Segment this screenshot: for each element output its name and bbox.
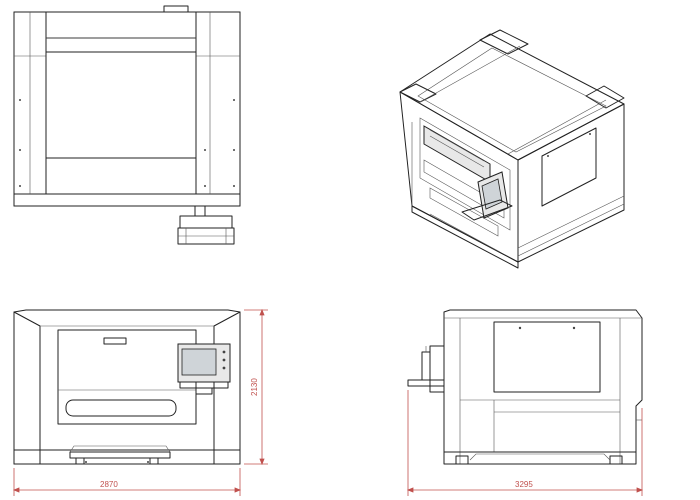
front-view-outline [13, 309, 241, 465]
side-view: 3295 [406, 309, 644, 496]
front-view-slot [65, 399, 177, 417]
top-view [13, 5, 241, 245]
iso-right-window [541, 127, 597, 207]
front-view-bay [57, 329, 197, 425]
top-view-bottom-frame [13, 193, 241, 207]
front-view-screen [181, 348, 217, 376]
iso-top-beam-right [585, 85, 625, 109]
top-view-central-bay [45, 51, 197, 159]
side-view-window [493, 321, 601, 393]
front-height-label: 2130 [250, 378, 259, 396]
top-view-right-beam [195, 11, 241, 195]
isometric-view [399, 29, 625, 269]
side-view-outline [443, 309, 643, 465]
iso-keyboard-tray [461, 199, 513, 221]
top-view-header [45, 11, 197, 39]
top-view-outline [13, 11, 241, 207]
side-depth-label: 3295 [515, 480, 533, 489]
top-view-exhaust-port [163, 5, 189, 13]
top-view-pendant [179, 215, 233, 229]
iso-right-face [517, 103, 625, 263]
top-view-pendant-arm [194, 205, 206, 217]
side-view-control-arm [429, 345, 445, 393]
front-width-label: 2870 [100, 480, 118, 489]
front-view: 2870 2130 [12, 308, 268, 496]
iso-top-beam-back [479, 29, 529, 55]
iso-front-opening [423, 125, 491, 183]
